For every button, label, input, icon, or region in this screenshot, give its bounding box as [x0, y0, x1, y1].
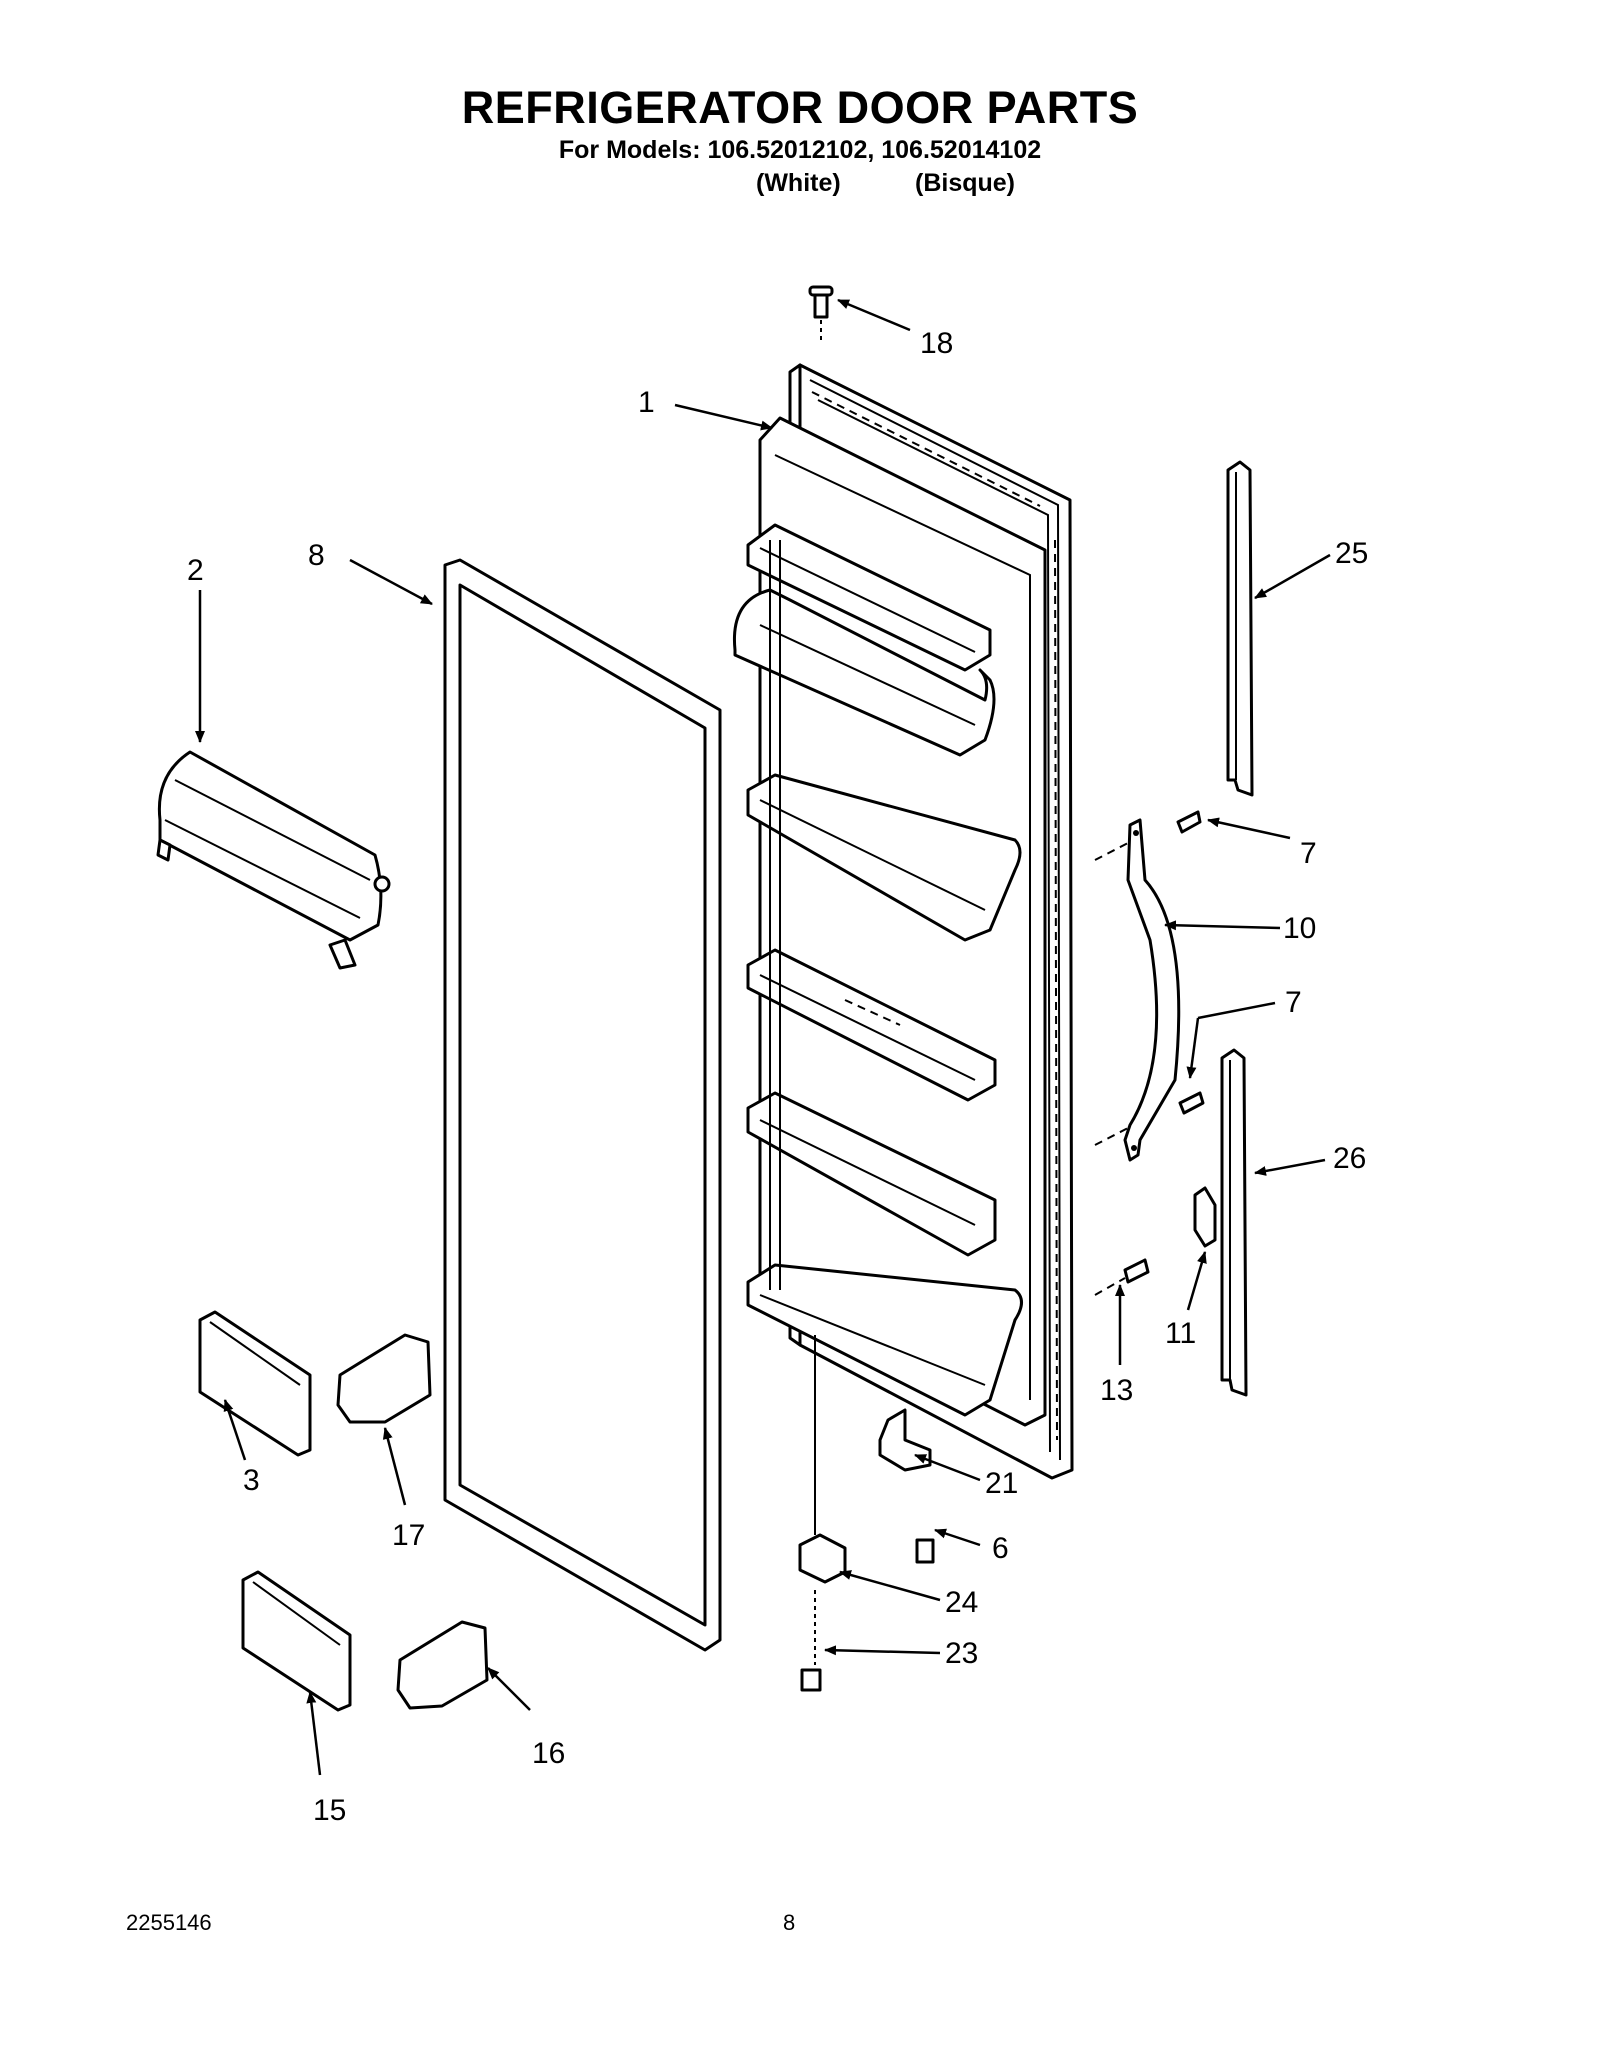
variant-white: (White): [756, 169, 841, 197]
callout-17: 17: [392, 1519, 425, 1552]
callout-18: 18: [920, 327, 953, 360]
leader-lines: [195, 298, 1331, 1776]
callout-16: 16: [532, 1737, 565, 1770]
callout-6: 6: [992, 1532, 1009, 1565]
part-2-cover: [156, 750, 391, 970]
callout-24: 24: [945, 1586, 978, 1619]
callout-13: 13: [1100, 1374, 1133, 1407]
callout-10: 10: [1283, 912, 1316, 945]
callout-7-upper: 7: [1300, 837, 1317, 870]
part-11-clip: [1193, 1186, 1217, 1248]
part-24-hinge-block: [798, 1335, 847, 1665]
callout-8: 8: [308, 539, 325, 572]
callout-3: 3: [243, 1464, 260, 1497]
part-15-trim: [241, 1570, 352, 1712]
variant-bisque: (Bisque): [915, 169, 1015, 197]
page-number: 8: [783, 1910, 796, 1935]
callout-21: 21: [985, 1467, 1018, 1500]
part-25-trim-strip: [1226, 460, 1254, 797]
callout-23: 23: [945, 1637, 978, 1670]
part-3-trim: [198, 1310, 312, 1457]
part-16-bracket: [396, 1620, 489, 1710]
callout-1: 1: [638, 386, 655, 419]
callout-7-lower: 7: [1285, 986, 1302, 1019]
door-shelves: [732, 523, 1023, 1417]
part-26-trim-strip: [1220, 1048, 1248, 1397]
page-title: REFRIGERATOR DOOR PARTS: [461, 82, 1139, 133]
document-number: 2255146: [126, 1910, 212, 1935]
part-17-bracket: [336, 1333, 432, 1424]
part-8-door-gasket: [443, 558, 722, 1652]
callout-11: 11: [1165, 1317, 1196, 1350]
part-18-plug: [808, 285, 834, 340]
screw-parts: [800, 810, 1205, 1692]
callout-15: 15: [313, 1794, 346, 1827]
callout-2: 2: [187, 554, 204, 587]
callout-25: 25: [1335, 537, 1368, 570]
callout-26: 26: [1333, 1142, 1366, 1175]
models-line: For Models: 106.52012102, 106.52014102: [558, 136, 1042, 164]
part-10-handle: [1123, 818, 1181, 1162]
part-21-hinge-bushing: [878, 1408, 932, 1472]
